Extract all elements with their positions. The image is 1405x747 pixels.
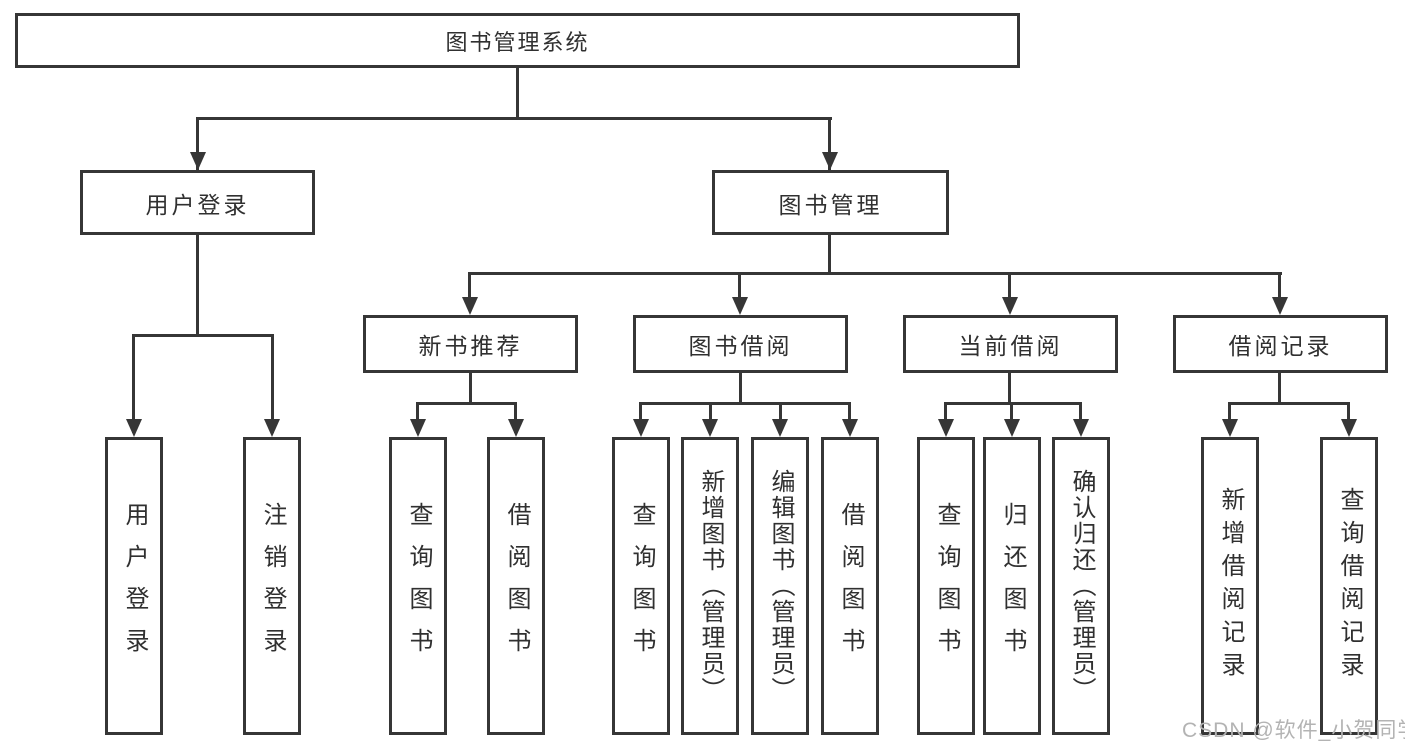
connector-line — [516, 68, 519, 120]
arrow-down — [1073, 419, 1089, 437]
connector-line — [1347, 402, 1350, 433]
leaf-logout-label: 注销登录 — [259, 502, 286, 670]
arrow-down — [1222, 419, 1238, 437]
arrow-down — [462, 297, 478, 315]
connector-line — [1228, 402, 1231, 433]
arrow-down — [264, 419, 280, 437]
leaf-add-book-admin: 新增图书（管理员） — [681, 437, 739, 735]
leaf-query-books-borrow: 查询图书 — [612, 437, 670, 735]
arrow-down — [508, 419, 524, 437]
csdn-watermark: CSDN @软件_小贺同学 — [1182, 719, 1405, 742]
connector-line — [514, 402, 517, 433]
connector-line — [739, 373, 742, 405]
leaf-confirm-return-admin-label: 确认归还（管理员） — [1068, 469, 1095, 703]
leaf-logout: 注销登录 — [243, 437, 301, 735]
arrow-down — [1002, 297, 1018, 315]
node-book-management: 图书管理 — [712, 170, 949, 235]
leaf-query-borrow-record-label: 查询借阅记录 — [1336, 487, 1363, 685]
arrow-down — [938, 419, 954, 437]
connector-line — [639, 402, 851, 405]
node-book-borrow-label: 图书借阅 — [688, 333, 793, 359]
connector-line — [416, 402, 517, 405]
node-user-login-label: 用户登录 — [145, 191, 250, 218]
connector-line — [1008, 373, 1011, 405]
arrow-down — [410, 419, 426, 437]
connector-line — [468, 272, 471, 307]
leaf-add-borrow-record: 新增借阅记录 — [1201, 437, 1259, 735]
node-borrow-records: 借阅记录 — [1173, 315, 1388, 373]
leaf-add-borrow-record-label: 新增借阅记录 — [1217, 487, 1244, 685]
node-current-borrow: 当前借阅 — [903, 315, 1118, 373]
arrow-down — [1341, 419, 1357, 437]
arrow-down — [1272, 297, 1288, 315]
connector-line — [468, 272, 1282, 275]
connector-line — [1278, 272, 1281, 307]
leaf-query-books-recommend: 查询图书 — [389, 437, 447, 735]
node-root: 图书管理系统 — [15, 13, 1020, 68]
leaf-query-books-borrow-label: 查询图书 — [628, 502, 655, 670]
connector-line — [709, 402, 712, 433]
connector-line — [196, 117, 199, 170]
leaf-query-books-current-label: 查询图书 — [933, 502, 960, 670]
node-borrow-records-label: 借阅记录 — [1228, 333, 1333, 359]
arrow-down — [772, 419, 788, 437]
connector-line — [196, 235, 199, 337]
arrow-down — [190, 152, 206, 170]
connector-line — [1008, 272, 1011, 307]
connector-line — [271, 334, 274, 433]
connector-line — [1278, 373, 1281, 405]
leaf-edit-book-admin-label: 编辑图书（管理员） — [767, 469, 794, 703]
leaf-borrow-books-recommend: 借阅图书 — [487, 437, 545, 735]
connector-line — [639, 402, 642, 433]
leaf-borrow-books-recommend-label: 借阅图书 — [503, 502, 530, 670]
connector-line — [848, 402, 851, 433]
arrow-down — [732, 297, 748, 315]
leaf-query-books-current: 查询图书 — [917, 437, 975, 735]
connector-line — [738, 272, 741, 307]
node-book-borrow: 图书借阅 — [633, 315, 848, 373]
connector-line — [132, 334, 135, 433]
connector-line — [828, 117, 831, 170]
connector-line — [1228, 402, 1350, 405]
connector-line — [828, 235, 831, 275]
leaf-borrow-books-2-label: 借阅图书 — [837, 502, 864, 670]
node-book-management-label: 图书管理 — [778, 191, 883, 218]
connector-line — [944, 402, 1082, 405]
leaf-add-book-admin-label: 新增图书（管理员） — [697, 469, 724, 703]
arrow-down — [822, 152, 838, 170]
connector-line — [1010, 402, 1013, 433]
leaf-user-login: 用户登录 — [105, 437, 163, 735]
connector-line — [1079, 402, 1082, 433]
connector-line — [469, 373, 472, 405]
connector-line — [416, 402, 419, 433]
node-user-login: 用户登录 — [80, 170, 315, 235]
node-current-borrow-label: 当前借阅 — [958, 333, 1063, 359]
connector-line — [779, 402, 782, 433]
leaf-edit-book-admin: 编辑图书（管理员） — [751, 437, 809, 735]
leaf-user-login-label: 用户登录 — [121, 502, 148, 670]
leaf-query-borrow-record: 查询借阅记录 — [1320, 437, 1378, 735]
connector-line — [944, 402, 947, 433]
leaf-confirm-return-admin: 确认归还（管理员） — [1052, 437, 1110, 735]
arrow-down — [633, 419, 649, 437]
arrow-down — [842, 419, 858, 437]
connector-line — [196, 117, 832, 120]
leaf-borrow-books-2: 借阅图书 — [821, 437, 879, 735]
node-new-book-recommend-label: 新书推荐 — [418, 333, 523, 359]
arrow-down — [1004, 419, 1020, 437]
leaf-return-books: 归还图书 — [983, 437, 1041, 735]
leaf-return-books-label: 归还图书 — [999, 502, 1026, 670]
connector-line — [132, 334, 274, 337]
arrow-down — [126, 419, 142, 437]
node-new-book-recommend: 新书推荐 — [363, 315, 578, 373]
arrow-down — [702, 419, 718, 437]
node-root-label: 图书管理系统 — [445, 29, 590, 55]
leaf-query-books-recommend-label: 查询图书 — [405, 502, 432, 670]
